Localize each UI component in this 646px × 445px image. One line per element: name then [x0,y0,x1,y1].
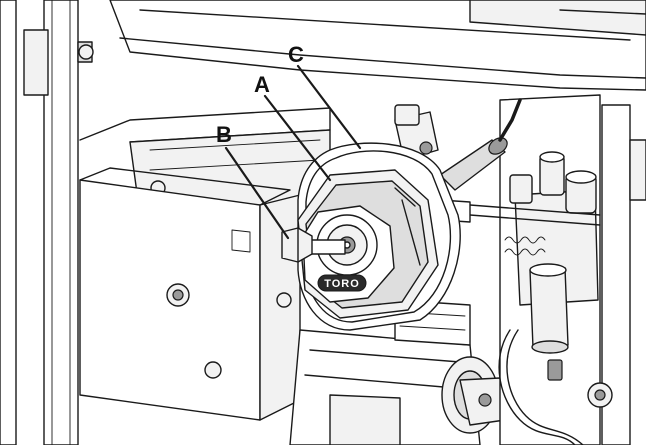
callout-b-leader [224,146,290,240]
carburetor-assembly [394,94,646,445]
brand-logo-text: TORO [324,278,360,290]
front-panel [79,167,301,421]
callout-a-label: A [254,72,270,97]
callout-a-leader [263,94,332,182]
engine-block-lower [289,299,506,445]
callout-c-label: C [288,42,304,67]
callout-b-label: B [216,122,232,147]
air-cleaner-assembly: TORO [281,142,461,331]
callout-labels: B A C [216,42,304,147]
brand-badge: TORO [317,274,367,292]
callout-c-leader [296,64,362,150]
callout-leaders [224,64,362,240]
